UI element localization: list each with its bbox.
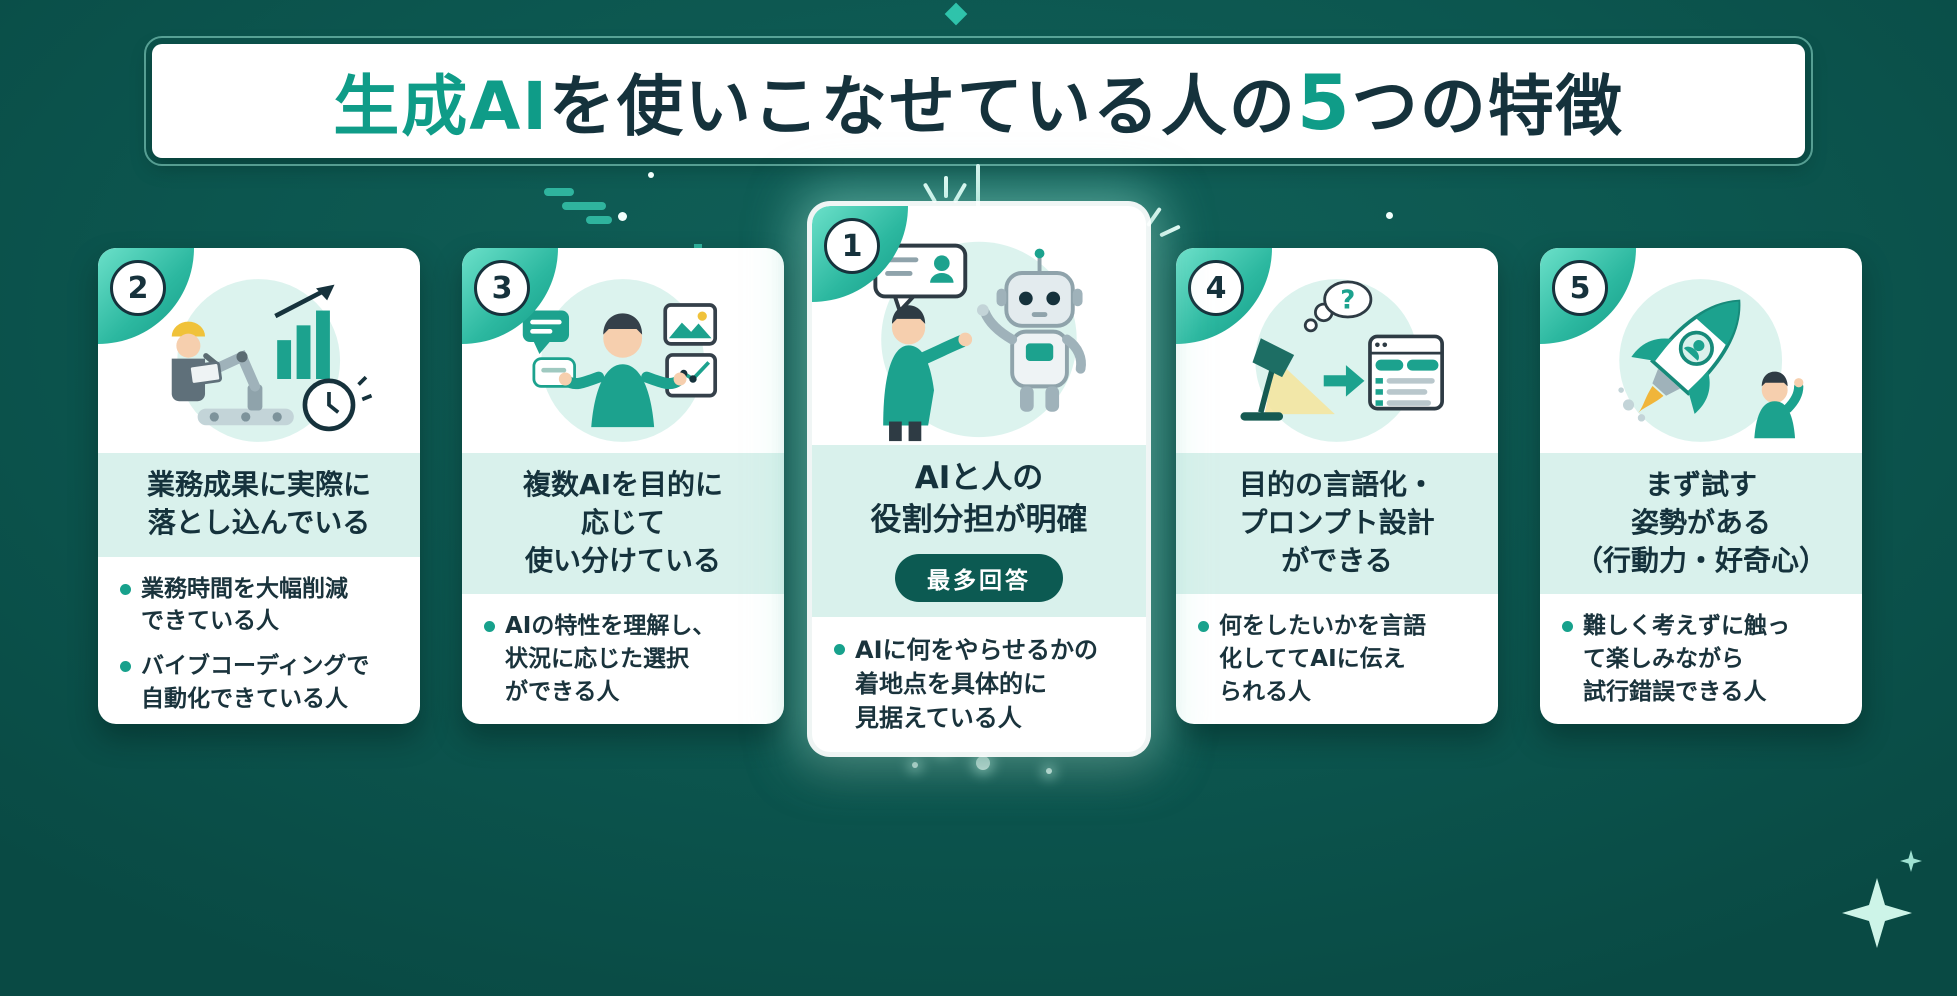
card-feature-1-highlighted: 1 bbox=[812, 206, 1146, 752]
bullet-item: AIに何をやらせるかの 着地点を具体的に 見据えている人 bbox=[834, 633, 1130, 735]
page-title: 生成AIを使いこなせている人の5つの特徴 bbox=[333, 53, 1624, 149]
card-bullets: 業務時間を大幅削減 できている人 バイブコーディングで 自動化できている人 bbox=[98, 557, 420, 724]
card-title-band: AIと人の 役割分担が明確 最多回答 bbox=[812, 445, 1146, 617]
dash-decoration bbox=[586, 216, 612, 224]
spark-ray-decoration bbox=[944, 176, 948, 198]
bullet-item: 何をしたいかを言語 化しててAIに伝え られる人 bbox=[1198, 610, 1482, 708]
bullet-dot-icon bbox=[120, 660, 131, 672]
spark-ray-decoration bbox=[1146, 206, 1162, 228]
top-answer-badge: 最多回答 bbox=[895, 553, 1063, 602]
spark-ray-decoration bbox=[922, 182, 938, 204]
card-bullets: AIの特性を理解し、 状況に応じた選択 ができる人 bbox=[462, 594, 784, 724]
dash-decoration bbox=[562, 202, 606, 210]
spark-ray-decoration bbox=[952, 182, 968, 204]
sparkle-small-icon bbox=[1900, 850, 1922, 872]
card-bullets: 難しく考えずに触っ て楽しみながら 試行錯誤できる人 bbox=[1540, 594, 1862, 724]
dash-decoration bbox=[544, 188, 574, 196]
bullet-dot-icon bbox=[834, 643, 845, 655]
dot-decoration bbox=[1386, 212, 1393, 219]
title-middle-text: を使いこなせている人の bbox=[548, 68, 1297, 145]
bullet-item: バイブコーディングで 自動化できている人 bbox=[120, 650, 404, 715]
bullet-item: AIの特性を理解し、 状況に応じた選択 ができる人 bbox=[484, 610, 768, 708]
card-title: AIと人の 役割分担が明確 bbox=[870, 460, 1088, 538]
card-number-badge: 2 bbox=[110, 260, 166, 316]
title-banner: 生成AIを使いこなせている人の5つの特徴 bbox=[144, 36, 1813, 166]
sparkle-icon bbox=[1842, 878, 1912, 948]
card-title: 目的の言語化・ プロンプト設計 ができる bbox=[1238, 468, 1435, 577]
banner-connector-line bbox=[976, 164, 980, 210]
bullet-item: 難しく考えずに触っ て楽しみながら 試行錯誤できる人 bbox=[1562, 610, 1846, 708]
bullet-dot-icon bbox=[1198, 621, 1209, 633]
card-number-badge: 4 bbox=[1188, 260, 1244, 316]
rocket-trial-illustration bbox=[1540, 268, 1862, 453]
glow-dot-decoration bbox=[912, 762, 918, 768]
card-feature-2: 2 業務成果に実際に 落とし込んでいる bbox=[98, 248, 420, 724]
multi-ai-selection-illustration bbox=[462, 268, 784, 453]
dot-decoration bbox=[618, 212, 627, 221]
top-diamond-icon bbox=[944, 2, 968, 26]
card-title-band: まず試す 姿勢がある （行動力・好奇心） bbox=[1540, 453, 1862, 595]
card-title-band: 複数AIを目的に 応じて 使い分けている bbox=[462, 453, 784, 595]
card-title-band: 業務成果に実際に 落とし込んでいる bbox=[98, 453, 420, 557]
card-feature-4: 4 ? 目的の言語化・ プロンプト設計 ができる bbox=[1176, 248, 1498, 724]
card-number-badge: 5 bbox=[1552, 260, 1608, 316]
prompt-design-illustration: ? bbox=[1176, 268, 1498, 453]
card-title-band: 目的の言語化・ プロンプト設計 ができる bbox=[1176, 453, 1498, 595]
bullet-dot-icon bbox=[1562, 621, 1573, 633]
card-title: まず試す 姿勢がある （行動力・好奇心） bbox=[1574, 468, 1827, 577]
bullet-dot-icon bbox=[484, 621, 495, 633]
factory-automation-illustration bbox=[98, 268, 420, 453]
title-number-text: 5 bbox=[1296, 58, 1352, 147]
card-number-badge: 3 bbox=[474, 260, 530, 316]
card-bullets: 何をしたいかを言語 化しててAIに伝え られる人 bbox=[1176, 594, 1498, 724]
dot-decoration bbox=[648, 172, 654, 178]
bullet-dot-icon bbox=[120, 583, 131, 595]
glow-dot-decoration bbox=[1046, 768, 1052, 774]
title-genai-text: 生成AI bbox=[333, 68, 549, 145]
card-feature-5: 5 まず試す 姿勢がある （行動 bbox=[1540, 248, 1862, 724]
bullet-item: 業務時間を大幅削減 できている人 bbox=[120, 573, 404, 638]
glow-dot-decoration bbox=[976, 756, 990, 770]
spark-ray-decoration bbox=[1159, 224, 1181, 238]
title-suffix-text: つの特徴 bbox=[1351, 68, 1624, 145]
card-title: 業務成果に実際に 落とし込んでいる bbox=[146, 468, 371, 539]
card-number-badge: 1 bbox=[824, 218, 880, 274]
svg-text:?: ? bbox=[1341, 286, 1356, 316]
card-bullets: AIに何をやらせるかの 着地点を具体的に 見据えている人 bbox=[812, 617, 1146, 752]
card-title: 複数AIを目的に 応じて 使い分けている bbox=[522, 468, 724, 577]
card-feature-3: 3 複数AIを目的に 応じて 使い分けている bbox=[462, 248, 784, 724]
